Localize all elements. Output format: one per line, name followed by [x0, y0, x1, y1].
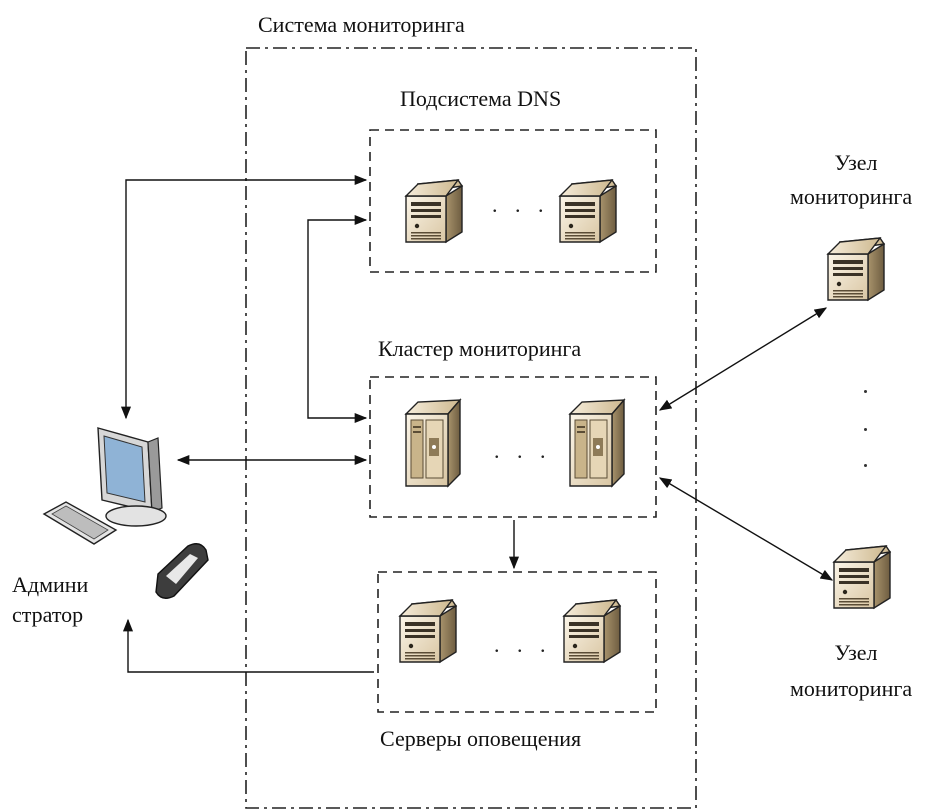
notify-ellipsis: . . .	[494, 632, 552, 657]
dns-server-1-icon	[405, 179, 463, 243]
cluster-box	[369, 376, 657, 518]
cluster-label: Кластер мониторинга	[378, 336, 582, 361]
keyboard-icon	[42, 501, 118, 545]
phone-icon	[155, 543, 209, 599]
dns-ellipsis: . . .	[492, 192, 550, 217]
dns-box	[369, 129, 657, 273]
node-top-label-line1: Узел	[834, 150, 878, 175]
notify-server-2-icon	[563, 599, 621, 663]
node-top-label-line2: мониторинга	[790, 184, 913, 209]
dns-server-2-icon	[559, 179, 617, 243]
cluster-server-2-icon	[569, 399, 625, 487]
system-boundary	[245, 47, 697, 809]
notify-box	[377, 571, 657, 713]
node-top-server-icon	[827, 237, 885, 301]
node-vertical-dot	[864, 428, 867, 431]
node-bottom-server-icon	[833, 545, 891, 609]
system-label: Система мониторинга	[258, 12, 465, 37]
notify-server-1-icon	[399, 599, 457, 663]
node-vertical-dot	[864, 464, 867, 467]
notify-label: Серверы оповещения	[380, 726, 582, 751]
admin-label-line2: стратор	[12, 602, 84, 627]
admin-label-line1: Админи	[12, 572, 89, 597]
node-bottom-label-line1: Узел	[834, 640, 878, 665]
cluster-server-1-icon	[405, 399, 461, 487]
cluster-ellipsis: . . .	[494, 438, 552, 463]
computer-icon	[97, 427, 167, 527]
node-bottom-label-line2: мониторинга	[790, 676, 913, 701]
node-vertical-dot	[864, 390, 867, 393]
dns-label: Подсистема DNS	[400, 86, 562, 111]
